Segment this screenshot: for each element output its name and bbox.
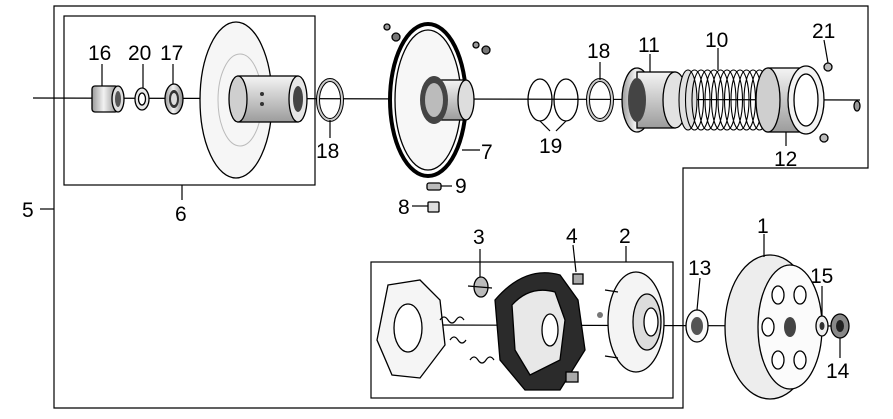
callout-14: 14	[826, 360, 850, 383]
spring-coil	[678, 69, 698, 131]
spring-coil	[704, 69, 724, 131]
pin-9	[426, 182, 442, 191]
callout-3: 3	[473, 226, 485, 249]
washer-15	[815, 315, 829, 337]
callout-13: 13	[688, 257, 711, 280]
callout-5: 5	[22, 199, 34, 222]
drive-face-6	[199, 21, 308, 179]
collar-11	[621, 67, 688, 133]
spring-coil	[710, 69, 731, 131]
callout-11: 11	[638, 34, 660, 57]
callout-18-left: 18	[316, 140, 339, 163]
pin-8	[427, 201, 440, 213]
spring-coil	[730, 69, 750, 131]
clip-21	[819, 62, 861, 143]
clutch-springs	[439, 316, 495, 364]
callout-17: 17	[160, 42, 183, 65]
small-bolts-top	[383, 23, 491, 55]
drive-plate-2	[597, 271, 665, 373]
subassembly-box-6	[63, 15, 316, 186]
o-ring-18-left	[316, 78, 344, 122]
callout-12: 12	[774, 148, 797, 171]
needle-bearing-16	[91, 85, 125, 113]
callout-8: 8	[398, 196, 410, 219]
callout-16: 16	[88, 42, 111, 65]
leader-lines	[40, 39, 841, 358]
spring-coil	[691, 69, 711, 131]
callout-2: 2	[619, 225, 631, 248]
spring-coil	[697, 69, 718, 131]
spring-cup-12	[755, 65, 825, 135]
callout-19: 19	[539, 135, 562, 158]
callout-1: 1	[757, 215, 769, 238]
callout-4: 4	[566, 225, 578, 248]
o-ring-18-right	[586, 78, 614, 122]
washer-20	[134, 87, 150, 111]
driven-plate-7	[388, 22, 475, 178]
clutch-bell-1	[724, 254, 823, 400]
spring-roller-3	[467, 276, 493, 298]
spring-coil	[723, 69, 744, 131]
callout-18-right: 18	[587, 40, 610, 63]
callout-7: 7	[481, 141, 493, 164]
spring-coil	[717, 69, 737, 131]
callout-21: 21	[812, 20, 835, 43]
bearing-17	[164, 83, 184, 115]
spring-coil	[684, 69, 705, 131]
callout-10: 10	[705, 29, 728, 52]
callout-20: 20	[128, 42, 151, 65]
washer-13	[685, 309, 709, 343]
callout-9: 9	[455, 175, 467, 198]
subassembly-box-2	[370, 261, 674, 399]
o-rings-19	[527, 78, 579, 122]
clutch-plate	[376, 279, 446, 379]
assembly-outline	[53, 5, 869, 409]
clutch-shoes	[494, 272, 586, 391]
callout-15: 15	[810, 265, 833, 288]
callout-6: 6	[175, 203, 187, 226]
nut-14	[830, 313, 850, 339]
